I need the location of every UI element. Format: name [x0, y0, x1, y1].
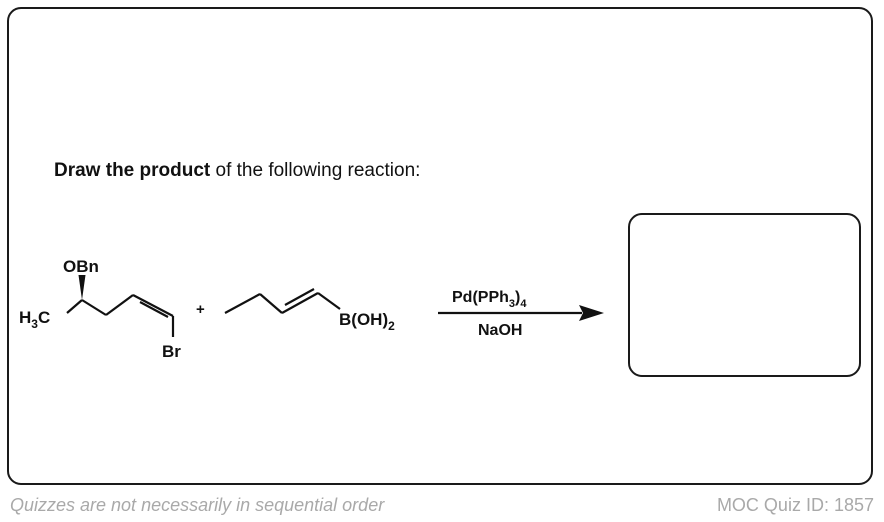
- bond-b3-double: [284, 288, 315, 306]
- bond-c4-c5-double: [139, 301, 169, 318]
- question-rest: of the following reaction:: [210, 160, 421, 181]
- base-label: NaOH: [478, 322, 522, 339]
- question-bold: Draw the product: [54, 160, 211, 181]
- bond-c4-c5: [132, 294, 174, 317]
- bond-c3-c4: [105, 294, 134, 316]
- footer-disclaimer: Quizzes are not necessarily in sequentia…: [10, 495, 385, 515]
- answer-box[interactable]: [628, 213, 861, 377]
- catalyst-label: Pd(PPh3)4: [452, 289, 527, 310]
- vinyl-bromide-reactant: H3C OBn Br: [19, 257, 181, 361]
- obn-label: OBn: [63, 257, 99, 276]
- reaction-arrow-head: [579, 305, 604, 321]
- plus-sign: +: [196, 301, 205, 318]
- bond-ch3-c2: [66, 299, 83, 314]
- question-prompt: Draw the product of the following reacti…: [54, 160, 420, 182]
- boronic-acid-label: B(OH)2: [339, 310, 395, 333]
- bond-c2-c3: [81, 299, 107, 316]
- bromide-label: Br: [162, 342, 181, 361]
- bond-b4: [317, 292, 341, 310]
- bond-b2: [259, 293, 283, 314]
- methyl-label: H3C: [19, 308, 50, 331]
- stereo-wedge-bond: [78, 275, 86, 300]
- bond-b1: [224, 293, 261, 314]
- quiz-id: MOC Quiz ID: 1857: [716, 495, 874, 515]
- vinyl-boronic-acid-reactant: B(OH)2: [224, 288, 395, 333]
- reaction-conditions: Pd(PPh3)4 NaOH: [438, 289, 604, 339]
- bond-b3: [281, 292, 319, 314]
